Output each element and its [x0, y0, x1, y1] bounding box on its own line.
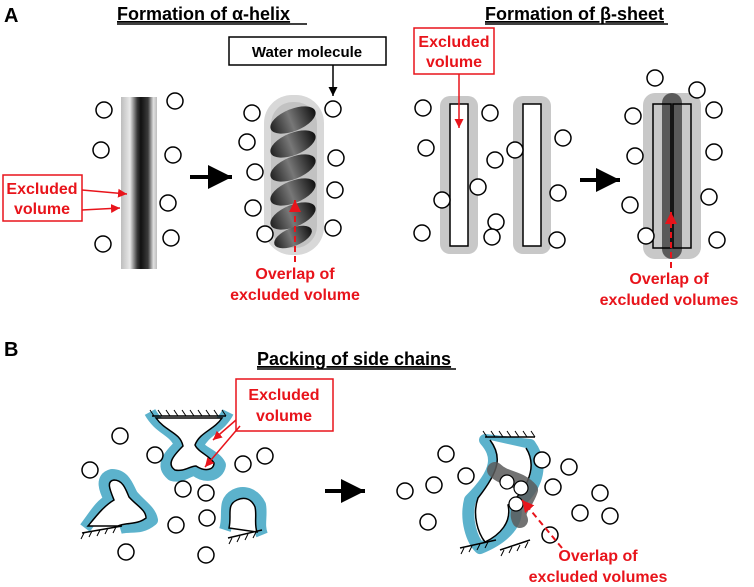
panel-a-label: A — [4, 5, 18, 27]
panel-b-right-water-molecules — [396, 445, 619, 544]
excluded-volume-left-line1: Excluded — [6, 181, 77, 198]
overlap-helix-line1: Overlap of — [255, 266, 335, 283]
overlap-helix-line2: excluded volume — [230, 287, 360, 304]
sheet-title: Formation of β-sheet — [485, 4, 664, 24]
excluded-b-arrow-2 — [204, 425, 241, 468]
packing-title: Packing of side chains — [257, 349, 451, 369]
overlap-sheet-line1: Overlap of — [629, 271, 709, 288]
excluded-volume-left-line2: volume — [14, 201, 70, 218]
excluded-volume-box-left — [2, 174, 83, 222]
sheet-strand-1 — [652, 103, 672, 249]
overlap-b-line1: Overlap of — [558, 548, 638, 565]
sheet-water-molecules-before — [413, 99, 572, 249]
water-molecule-label: Water molecule — [252, 44, 362, 61]
packed-side-chains — [459, 430, 544, 557]
rod-excluded-volume — [121, 97, 157, 269]
panel-b-left-water-molecules — [81, 427, 274, 564]
helix-water-molecules — [238, 100, 345, 243]
excluded-volume-sheet-line2: volume — [426, 54, 482, 71]
rod-water-molecules — [92, 92, 184, 253]
water-molecule-box — [228, 36, 387, 66]
side-chain-2 — [80, 469, 158, 540]
overlap-b-line2: excluded volumes — [529, 569, 668, 586]
sheet-strand-2 — [672, 103, 692, 249]
side-chain-3 — [219, 487, 268, 545]
sheet-water-molecules-after — [621, 69, 726, 249]
overlap-b-arrow — [521, 499, 563, 549]
excluded-volume-box-b — [235, 378, 334, 432]
excluded-arrow-1 — [81, 188, 128, 198]
panel-b-label: B — [4, 339, 18, 361]
strand-2 — [522, 103, 542, 247]
side-chain-1 — [144, 408, 234, 482]
helix-title: Formation of α-helix — [117, 4, 290, 24]
excluded-volume-box-sheet — [413, 27, 495, 75]
excluded-volume-b-line2: volume — [256, 408, 312, 425]
excluded-b-arrow-1 — [212, 419, 237, 441]
overlap-sheet-line2: excluded volumes — [600, 292, 739, 309]
excluded-volume-b-line1: Excluded — [248, 387, 319, 404]
excluded-volume-sheet-line1: Excluded — [418, 34, 489, 51]
excluded-arrow-2 — [81, 203, 121, 213]
alpha-helix — [264, 95, 324, 255]
